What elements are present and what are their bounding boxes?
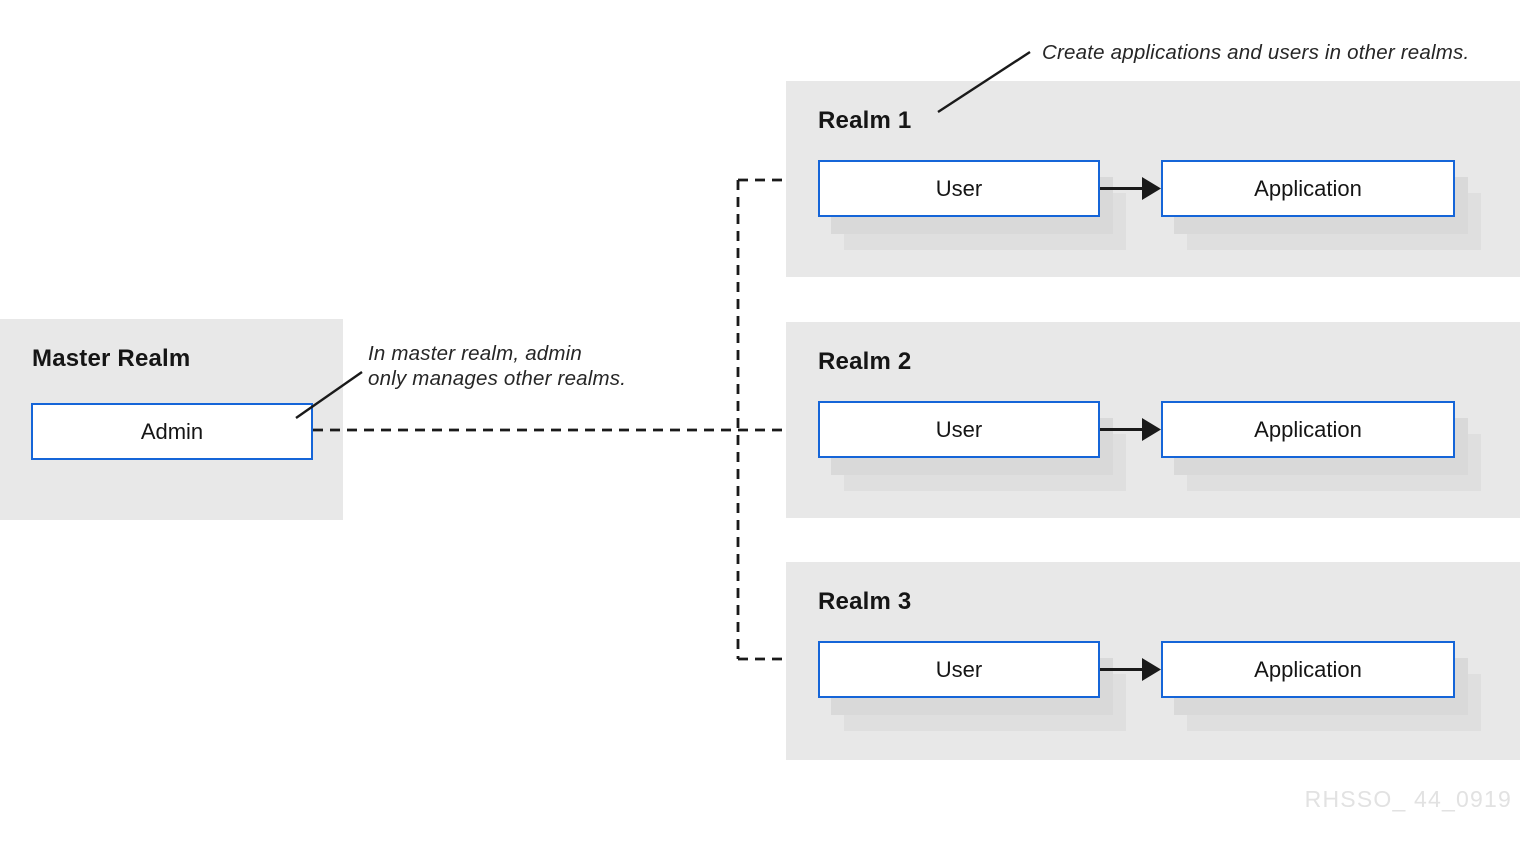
arrow-right-icon bbox=[1100, 177, 1161, 200]
realm-3-panel: Realm 3 User Application bbox=[786, 562, 1520, 760]
master-realm-title: Master Realm bbox=[32, 345, 191, 372]
application-box-label: Application bbox=[1254, 416, 1362, 442]
user-box-label: User bbox=[935, 416, 983, 442]
realm-2-panel: Realm 2 User Application bbox=[786, 322, 1520, 518]
admin-box: Admin bbox=[31, 403, 313, 460]
realm-2-application-box: Application bbox=[1161, 401, 1455, 458]
realm-3-user-box: User bbox=[818, 641, 1100, 698]
arrow-right-icon bbox=[1100, 658, 1161, 681]
annotation-master-admin-line2: only manages other realms. bbox=[368, 367, 627, 390]
watermark-text: RHSSO_ 44_0919 bbox=[1304, 786, 1512, 812]
user-box-label: User bbox=[935, 656, 983, 682]
admin-box-label: Admin bbox=[140, 418, 204, 444]
realm-1-user-box: User bbox=[818, 160, 1100, 217]
realm-2-user-box: User bbox=[818, 401, 1100, 458]
realm-2-title: Realm 2 bbox=[818, 348, 912, 375]
user-box-label: User bbox=[935, 175, 983, 201]
arrow-right-icon bbox=[1100, 418, 1161, 441]
application-box-label: Application bbox=[1254, 175, 1362, 201]
realm-1-application-box: Application bbox=[1161, 160, 1455, 217]
realm-1-panel: Realm 1 User Application bbox=[786, 81, 1520, 277]
annotation-create-apps: Create applications and users in other r… bbox=[1042, 41, 1470, 64]
realm-3-application-box: Application bbox=[1161, 641, 1455, 698]
annotation-master-admin-line1: In master realm, admin bbox=[368, 342, 583, 365]
application-box-label: Application bbox=[1254, 656, 1362, 682]
annotation-master-admin: In master realm, admin only manages othe… bbox=[368, 341, 626, 391]
realm-1-title: Realm 1 bbox=[818, 107, 912, 134]
realm-3-title: Realm 3 bbox=[818, 588, 912, 615]
master-realm-panel: Master Realm Admin bbox=[0, 319, 343, 520]
